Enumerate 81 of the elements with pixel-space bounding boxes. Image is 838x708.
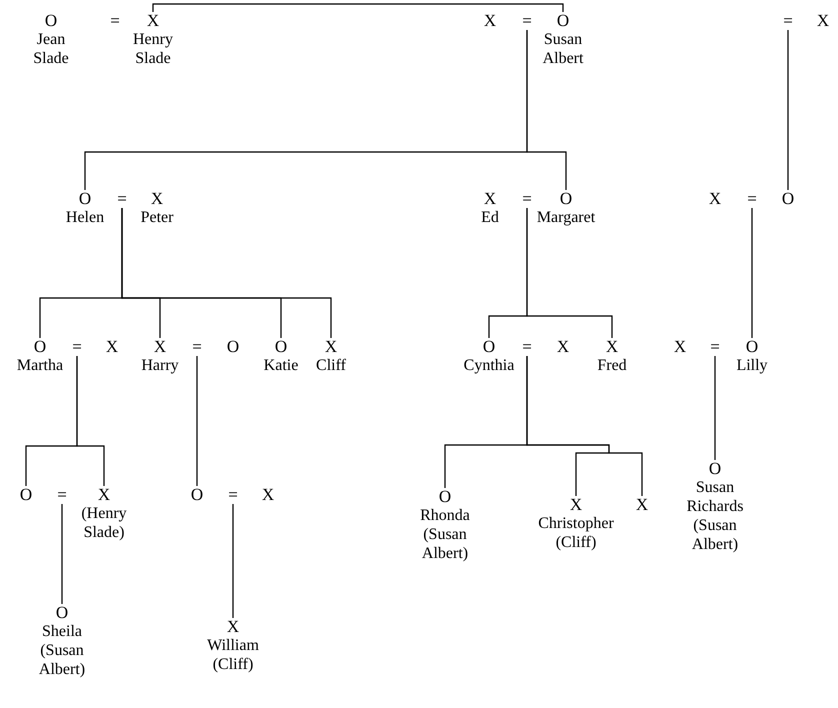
kinship-symbol: O: [274, 338, 288, 356]
person-name: Margaret: [536, 208, 596, 227]
kinship-symbol: =: [191, 338, 203, 356]
person-name: Katie: [264, 356, 298, 375]
kinship-symbol: O: [32, 338, 48, 356]
person-name: Peter: [140, 208, 174, 227]
kinship-line: [526, 356, 643, 496]
kinship-symbol: =: [782, 12, 794, 30]
kinship-line: [232, 504, 234, 618]
person-name: William: [207, 636, 259, 655]
kinship-symbol: X: [260, 486, 276, 504]
person-name: (Henry Slade): [80, 504, 128, 542]
person-name: Rhonda: [420, 506, 470, 525]
kinship-symbol: X: [482, 12, 498, 30]
kinship-line: [751, 208, 753, 338]
kinship-symbol: X: [146, 12, 160, 30]
person-name: (Susan Albert): [38, 641, 86, 679]
kinship-symbol: X: [226, 618, 240, 636]
kinship-symbol: O: [744, 338, 760, 356]
kinship-symbol: =: [116, 190, 128, 208]
person-name: (Susan Albert): [420, 525, 470, 563]
kinship-symbol: X: [634, 496, 650, 514]
person-name: Cliff: [316, 356, 346, 375]
kinship-symbol: X: [708, 190, 722, 208]
kinship-symbol: X: [672, 338, 688, 356]
kinship-symbol: O: [190, 486, 204, 504]
kinship-symbol: X: [96, 486, 112, 504]
kinship-symbol: O: [708, 460, 722, 478]
kinship-symbol: O: [780, 190, 796, 208]
kinship-symbol: =: [56, 486, 68, 504]
person-name: Henry Slade: [132, 30, 174, 68]
kinship-symbol: O: [18, 486, 34, 504]
kinship-symbol: X: [150, 190, 164, 208]
kinship-symbol: O: [54, 604, 70, 622]
kinship-symbol: O: [226, 338, 240, 356]
kinship-symbol: X: [324, 338, 338, 356]
person-name: Fred: [597, 356, 627, 375]
kinship-line: [121, 208, 332, 338]
person-name: Helen: [66, 208, 104, 227]
kinship-line: [787, 30, 789, 190]
person-name: Cynthia: [464, 356, 514, 375]
person-name: Jean Slade: [32, 30, 70, 68]
person-name: (Cliff): [556, 533, 596, 552]
kinship-symbol: O: [44, 12, 58, 30]
kinship-line: [152, 3, 564, 12]
kinship-symbol: O: [438, 488, 452, 506]
kinship-symbol: X: [568, 496, 584, 514]
kinship-symbol: =: [521, 12, 533, 30]
kinship-symbol: X: [604, 338, 620, 356]
person-name: Susan Albert: [542, 30, 584, 68]
kinship-symbol: O: [556, 12, 570, 30]
kinship-line: [196, 356, 198, 486]
person-name: (Susan Albert): [690, 516, 740, 554]
kinship-symbol: =: [709, 338, 721, 356]
kinship-symbol: =: [109, 12, 121, 30]
person-name: Martha: [16, 356, 64, 375]
kinship-symbol: X: [104, 338, 120, 356]
person-name: Harry: [141, 356, 179, 375]
kinship-line: [526, 30, 567, 190]
kinship-symbol: O: [558, 190, 574, 208]
person-name: Ed: [481, 208, 499, 227]
kinship-line: [61, 504, 63, 604]
kinship-symbol: X: [556, 338, 570, 356]
person-name: Christopher: [538, 514, 614, 533]
kinship-symbol: O: [482, 338, 496, 356]
kinship-symbol: =: [71, 338, 83, 356]
kinship-symbol: =: [746, 190, 758, 208]
kinship-symbol: X: [816, 12, 830, 30]
kinship-line: [526, 208, 613, 338]
kinship-symbol: =: [521, 338, 533, 356]
kinship-symbol: X: [152, 338, 168, 356]
kinship-symbol: =: [521, 190, 533, 208]
kinship-line: [76, 356, 105, 486]
kinship-symbol: X: [482, 190, 498, 208]
person-name: (Cliff): [212, 655, 254, 674]
person-name: Susan Richards: [686, 478, 744, 516]
kinship-symbol: =: [227, 486, 239, 504]
kinship-symbol: O: [78, 190, 92, 208]
person-name: Lilly: [736, 356, 768, 375]
person-name: Sheila: [42, 622, 82, 641]
kinship-line: [714, 356, 716, 460]
